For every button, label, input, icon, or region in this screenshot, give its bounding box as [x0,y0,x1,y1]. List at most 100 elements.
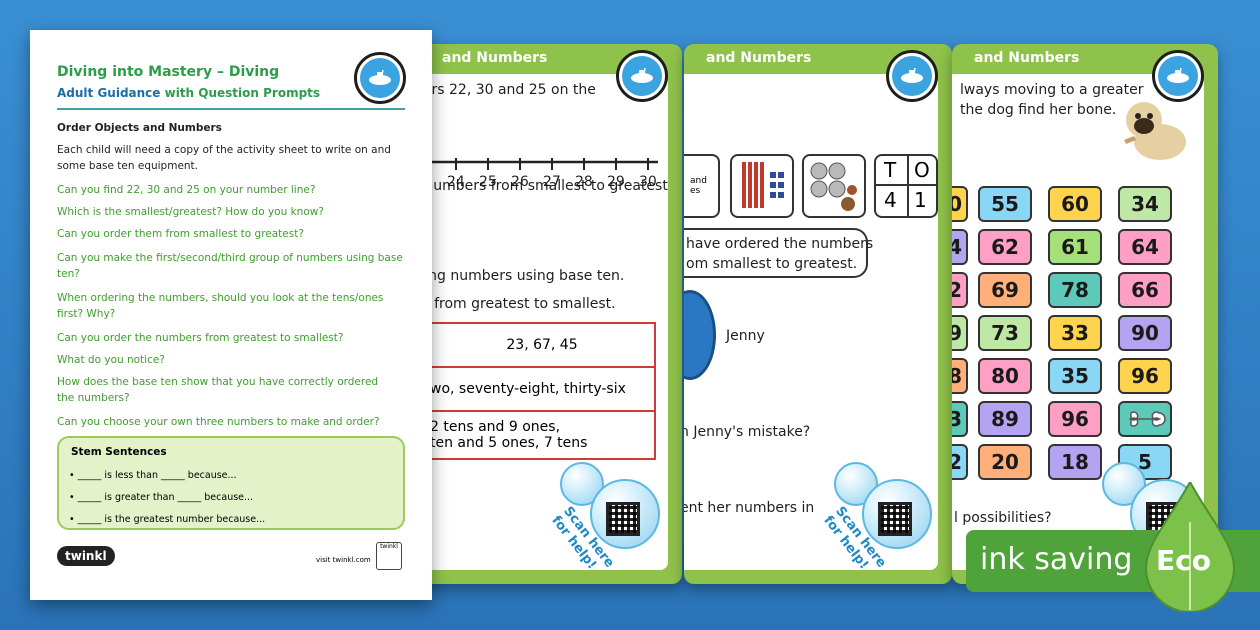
grid-cell: 9 [952,315,968,351]
grid-cell: 3 [952,401,968,437]
bubble-icon [590,479,660,549]
question-prompt: Can you choose your own three numbers to… [57,416,380,428]
submarine-badge-icon [354,52,406,104]
grid-cell: 96 [1118,358,1172,394]
grid-cell: 33 [1048,315,1102,351]
grid-cell: 96 [1048,401,1102,437]
stem-sentence: • _____ is the greatest number because..… [69,514,266,525]
number-line-tick [551,158,553,170]
number-line-tick [455,158,457,170]
grid-cell: 60 [1048,186,1102,222]
submarine-badge-icon [1152,50,1204,102]
question-line: n Jenny's mistake? [684,424,811,440]
pug-dog-icon [1116,96,1190,162]
page-subtitle: Adult Guidance with Question Prompts [57,86,321,100]
stem-title: Stem Sentences [71,446,167,458]
twinkl-logo: twinkl [57,546,115,566]
coins-card [802,154,866,218]
activity-sheet-2: and Numbers and es T O 4 1 have ordered … [684,44,952,584]
question-prompt: What do you notice? [57,354,165,366]
intro-text: some base ten equipment. [57,160,199,172]
ink-saving-label: ink saving [980,542,1133,577]
speech-bubble: have ordered the numbers om smallest to … [684,228,873,278]
grid-cell: 89 [978,401,1032,437]
number-line-tick [487,158,489,170]
instruction-line: ving numbers using base ten. [420,268,625,284]
eco-drop-icon: Eco [1142,479,1238,613]
visit-link[interactable]: visit twinkl.com [316,556,371,564]
question-line: l possibilities? [954,510,1052,526]
page-title: Diving into Mastery – Diving [57,64,280,80]
instruction-line: l numbers from smallest to greatest. [420,178,668,194]
number-line-tick [519,158,521,170]
instruction-line: bers 22, 30 and 25 on the [420,82,596,98]
grid-cell: 35 [1048,358,1102,394]
number-table: 23, 67, 45 wo, seventy-eight, thirty-six… [420,322,656,460]
bubble-icon [1102,462,1146,506]
question-prompt: the numbers? [57,392,130,404]
question-prompt: Can you order them from smallest to grea… [57,228,304,240]
question-line: ent her numbers in [684,500,815,516]
activity-sheet-1: and Numbers bers 22, 30 and 25 on the 23… [420,44,682,584]
sheet-header: and Numbers [706,50,812,66]
grid-cell: 90 [1118,315,1172,351]
number-line-label: 29 [607,174,625,190]
number-line [420,160,658,164]
grid-cell: 34 [1118,186,1172,222]
grid-cell: 0 [952,186,968,222]
bubble-icon [862,479,932,549]
sheet-body: and es T O 4 1 have ordered the numbers … [684,74,938,570]
divider [57,108,405,110]
number-line-label: 25 [479,174,497,190]
instruction-line: the dog find her bone. [960,102,1117,118]
grid-cell: 2 [952,272,968,308]
table-row: 2 tens and 9 ones, ten and 5 ones, 7 ten… [430,419,588,451]
adult-guidance-page: Diving into Mastery – Diving Adult Guida… [30,30,432,600]
grid-cell: 55 [978,186,1032,222]
character-name: Jenny [726,328,765,344]
grid-cell: 64 [1118,229,1172,265]
question-prompt: Can you find 22, 30 and 25 on your numbe… [57,184,316,196]
instruction-line: lways moving to a greater [960,82,1144,98]
sheet-header: and Numbers [974,50,1080,66]
stem-sentence: • _____ is less than _____ because... [69,470,237,481]
number-line-tick [583,158,585,170]
grid-cell: 61 [1048,229,1102,265]
number-line-tick [647,158,649,170]
place-value-card: T O 4 1 [874,154,938,218]
base-ten-card [730,154,794,218]
grid-cell: 8 [952,358,968,394]
question-prompt: Can you make the first/second/third grou… [57,252,403,264]
bone-cell-icon [1118,401,1172,437]
question-prompt: Which is the smallest/greatest? How do y… [57,206,324,218]
grid-cell: 78 [1048,272,1102,308]
sheet-body: bers 22, 30 and 25 on the 23242526272829… [420,74,668,570]
grid-cell: 66 [1118,272,1172,308]
number-line-label: 28 [575,174,593,190]
number-line-label: 30 [639,174,657,190]
question-prompt: Can you order the numbers from greatest … [57,332,344,344]
intro-text: Each child will need a copy of the activ… [57,144,391,156]
qr-code-icon [606,502,640,536]
stem-sentence: • _____ is greater than _____ because... [69,492,254,503]
number-line-label: 27 [543,174,561,190]
submarine-badge-icon [616,50,668,102]
number-line-label: 24 [447,174,465,190]
submarine-badge-icon [886,50,938,102]
jenny-avatar [684,290,716,380]
number-line-label: 26 [511,174,529,190]
table-row: wo, seventy-eight, thirty-six [420,368,654,412]
grid-cell: 2 [952,444,968,480]
grid-cell: 62 [978,229,1032,265]
question-prompt: first? Why? [57,308,116,320]
question-prompt: ten? [57,268,80,280]
grid-cell: 20 [978,444,1032,480]
instruction-line: m from greatest to smallest. [420,296,616,312]
number-line-tick [615,158,617,170]
qr-code-icon [878,502,912,536]
grid-cell: 73 [978,315,1032,351]
section-heading: Order Objects and Numbers [57,122,222,134]
grid-cell: 18 [1048,444,1102,480]
question-prompt: When ordering the numbers, should you lo… [57,292,384,304]
stem-sentences-box: Stem Sentences • _____ is less than ____… [57,436,405,530]
